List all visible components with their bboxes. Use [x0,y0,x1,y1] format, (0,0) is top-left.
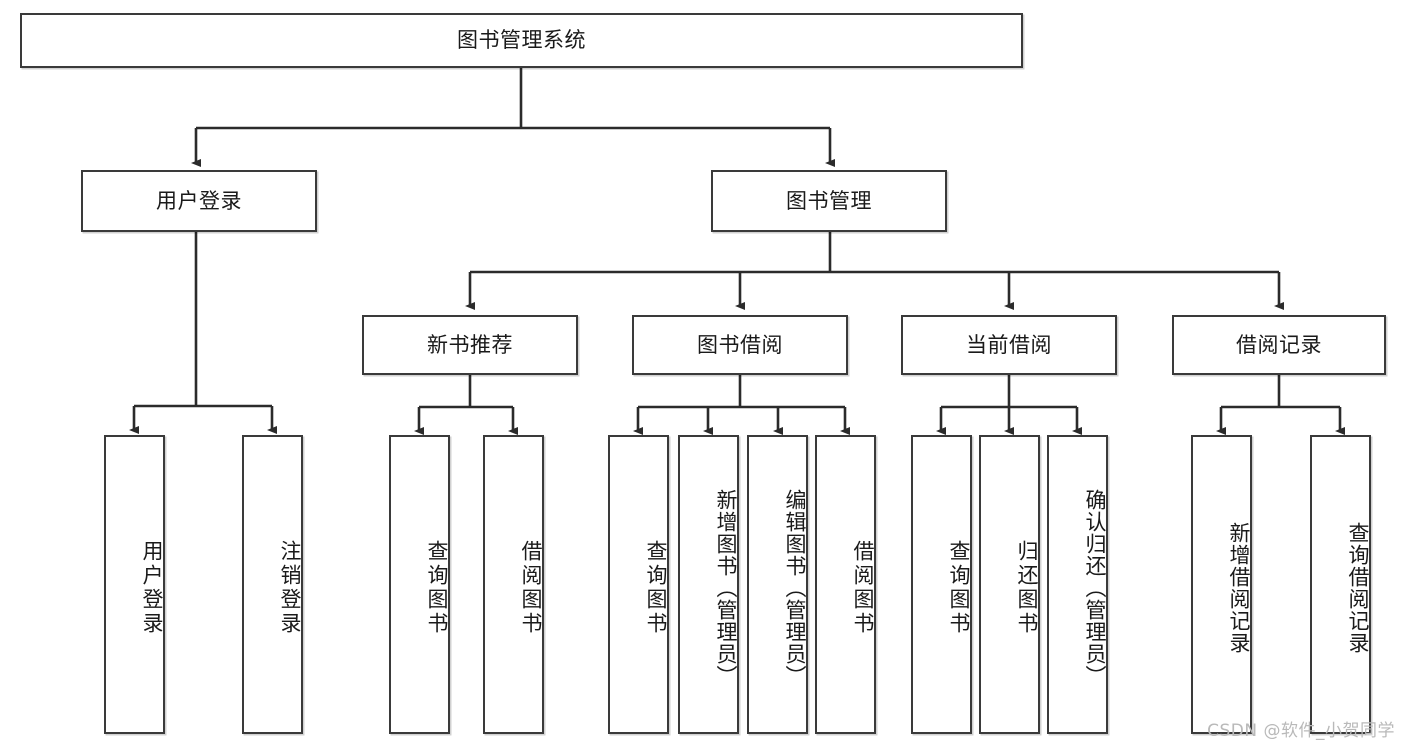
leaf-current-query-book-label: 查询图书 [947,539,971,636]
node-root[interactable]: 图书管理系统 [20,13,1023,68]
csdn-watermark: CSDN @软件_小贺同学 [1207,721,1395,741]
node-borrow-records-label: 借阅记录 [1236,332,1322,357]
node-book-management[interactable]: 图书管理 [711,170,947,232]
node-user-login-label: 用户登录 [156,188,242,213]
node-borrow-records[interactable]: 借阅记录 [1172,315,1386,375]
node-book-management-label: 图书管理 [786,188,872,213]
leaf-user-login[interactable]: 用户登录 [104,435,165,734]
leaf-records-query-record-label: 查询借阅记录 [1346,521,1370,654]
leaf-current-query-book[interactable]: 查询图书 [911,435,972,734]
leaf-borrow-borrow-book-label: 借阅图书 [851,539,875,636]
leaf-borrow-add-book-admin[interactable]: 新增图书（管理员） [678,435,739,734]
node-current-borrow[interactable]: 当前借阅 [901,315,1117,375]
leaf-borrow-query-book[interactable]: 查询图书 [608,435,669,734]
leaf-current-return-book[interactable]: 归还图书 [979,435,1040,734]
leaf-newbook-borrow-book-label: 借阅图书 [519,539,543,636]
leaf-current-return-book-label: 归还图书 [1015,539,1039,636]
leaf-current-confirm-return-admin-label: 确认归还（管理员） [1083,488,1107,687]
node-root-label: 图书管理系统 [457,28,586,53]
leaf-logout-label: 注销登录 [278,539,302,636]
leaf-borrow-edit-book-admin[interactable]: 编辑图书（管理员） [747,435,808,734]
leaf-borrow-borrow-book[interactable]: 借阅图书 [815,435,876,734]
leaf-borrow-query-book-label: 查询图书 [644,539,668,636]
leaf-newbook-query-book[interactable]: 查询图书 [389,435,450,734]
node-new-book-recommend-label: 新书推荐 [427,332,513,357]
leaf-records-add-record-label: 新增借阅记录 [1227,521,1251,654]
node-current-borrow-label: 当前借阅 [966,332,1052,357]
leaf-user-login-label: 用户登录 [140,539,164,636]
leaf-newbook-borrow-book[interactable]: 借阅图书 [483,435,544,734]
leaf-records-query-record[interactable]: 查询借阅记录 [1310,435,1371,734]
leaf-current-confirm-return-admin[interactable]: 确认归还（管理员） [1047,435,1108,734]
leaf-newbook-query-book-label: 查询图书 [425,539,449,636]
node-book-borrow-label: 图书借阅 [697,332,783,357]
leaf-records-add-record[interactable]: 新增借阅记录 [1191,435,1252,734]
node-user-login[interactable]: 用户登录 [81,170,317,232]
node-new-book-recommend[interactable]: 新书推荐 [362,315,578,375]
leaf-borrow-add-book-admin-label: 新增图书（管理员） [714,488,738,687]
node-book-borrow[interactable]: 图书借阅 [632,315,848,375]
leaf-borrow-edit-book-admin-label: 编辑图书（管理员） [783,488,807,687]
leaf-logout[interactable]: 注销登录 [242,435,303,734]
